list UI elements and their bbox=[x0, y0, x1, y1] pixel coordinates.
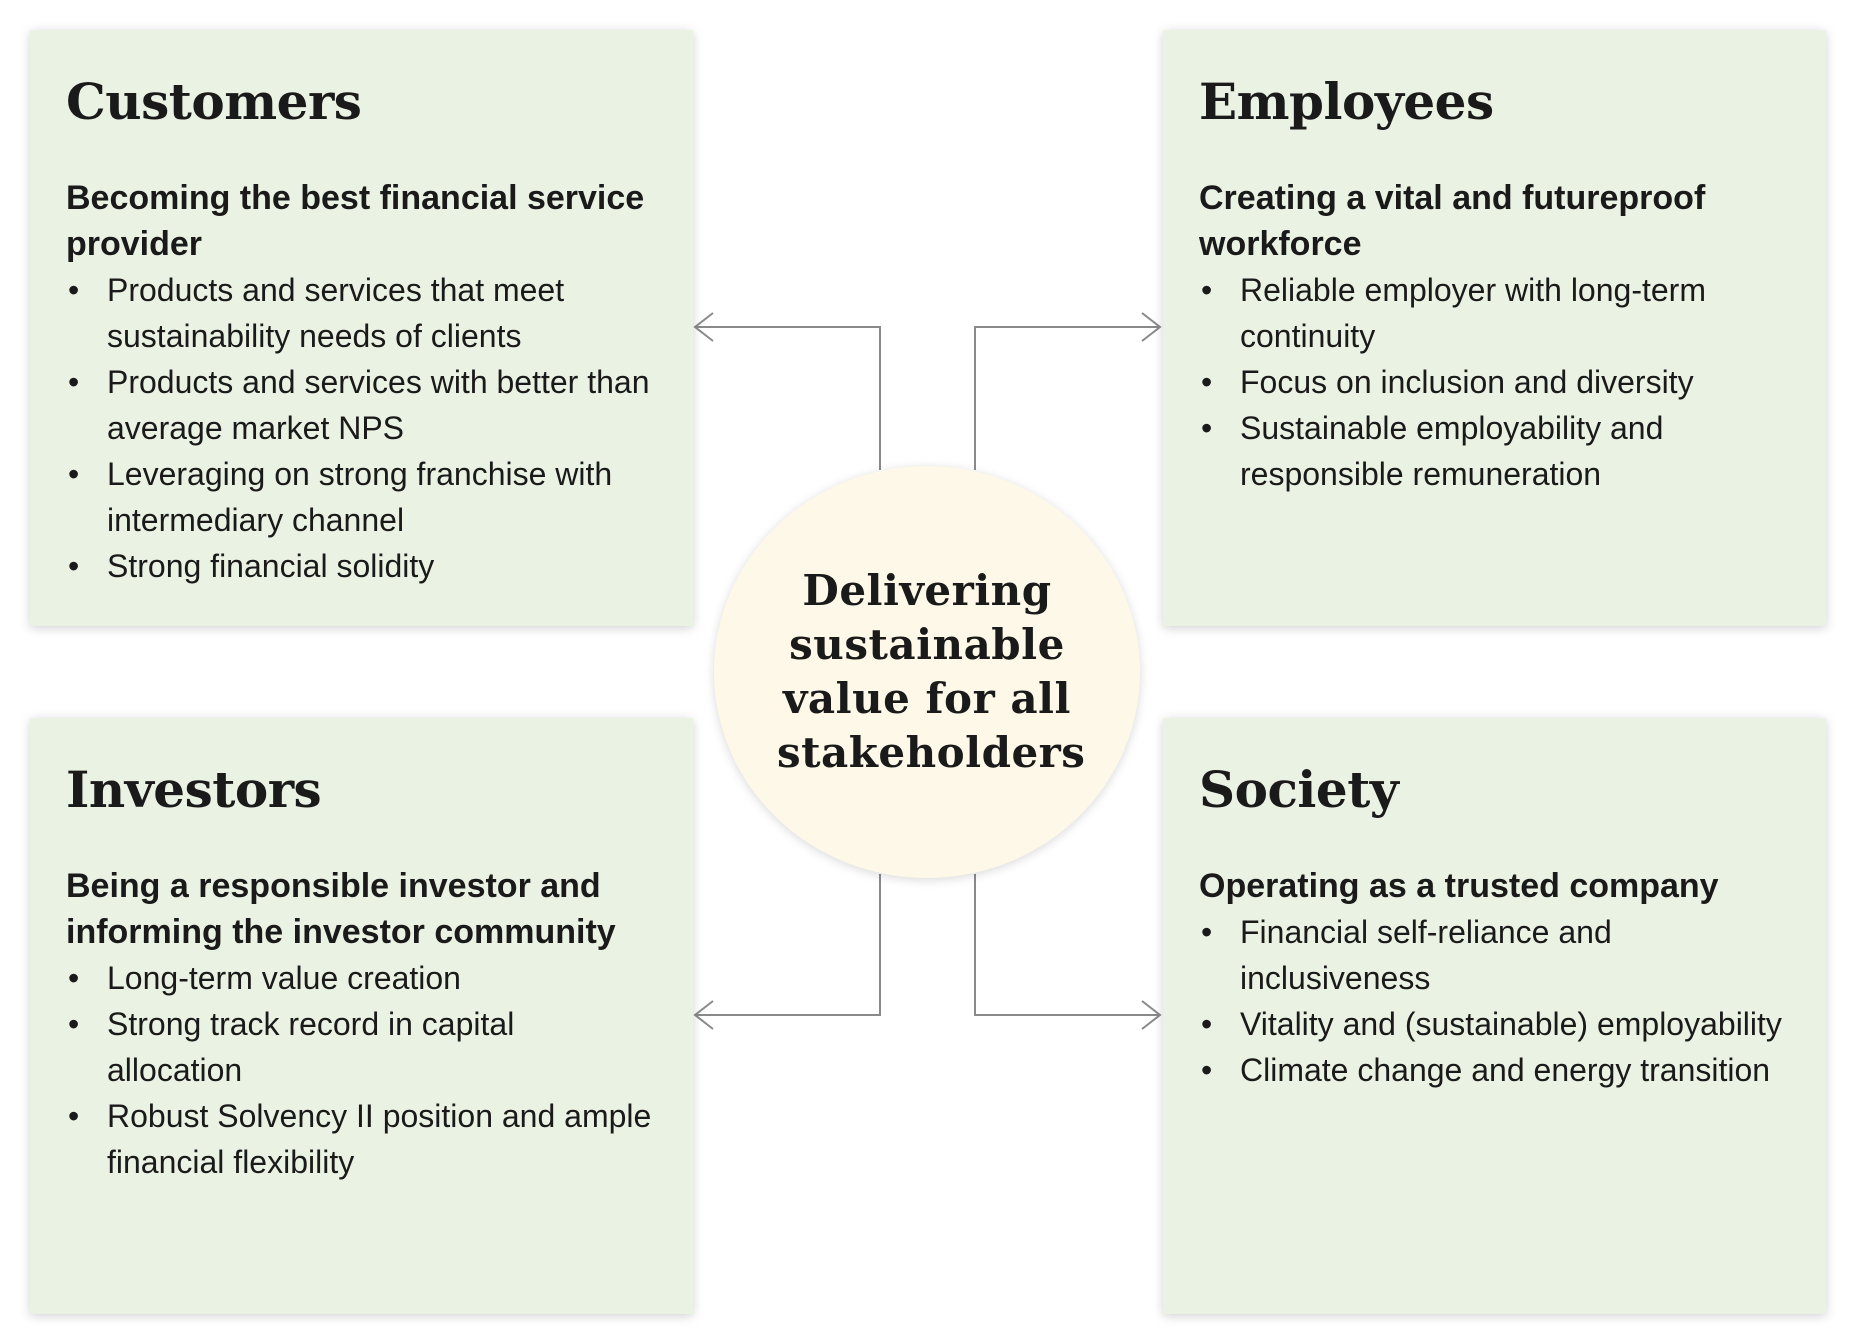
bullet-text: Vitality and (sustainable) employability bbox=[1240, 1006, 1782, 1042]
bullet-dot-icon: • bbox=[68, 548, 80, 584]
bullet-dot-icon: • bbox=[68, 364, 80, 400]
arrowhead-society bbox=[1141, 1000, 1162, 1030]
connector-to-society bbox=[974, 874, 1160, 1016]
society-bullet: • Vitality and (sustainable) employabilit… bbox=[1199, 1001, 1790, 1047]
bullet-text: Leveraging on strong franchise with inte… bbox=[107, 456, 613, 538]
bullet-text: Financial self-reliance and inclusivenes… bbox=[1240, 914, 1612, 996]
society-title: Society bbox=[1199, 760, 1399, 819]
customers-bullet: • Products and services that meet sustain… bbox=[66, 267, 657, 359]
society-subtitle: Operating as a trusted company bbox=[1199, 867, 1719, 905]
investors-panel: Investors Being a responsible investor a… bbox=[30, 718, 693, 1314]
investors-bullet: • Long-term value creation bbox=[66, 955, 657, 1001]
bullet-text: Sustainable employability and responsibl… bbox=[1240, 410, 1664, 492]
bullet-dot-icon: • bbox=[1201, 364, 1213, 400]
arrowhead-employees bbox=[1141, 312, 1162, 342]
bullet-text: Climate change and energy transition bbox=[1240, 1052, 1771, 1088]
customers-panel: Customers Becoming the best financial se… bbox=[30, 30, 693, 626]
employees-bullet: • Sustainable employability and responsib… bbox=[1199, 405, 1790, 497]
investors-title: Investors bbox=[66, 760, 322, 819]
bullet-text: Focus on inclusion and diversity bbox=[1240, 364, 1694, 400]
customers-bullet-list: • Products and services that meet sustain… bbox=[66, 267, 657, 589]
bullet-dot-icon: • bbox=[68, 960, 80, 996]
bullet-dot-icon: • bbox=[1201, 914, 1213, 950]
bullet-text: Strong track record in capital allocatio… bbox=[107, 1006, 515, 1088]
employees-bullet: • Focus on inclusion and diversity bbox=[1199, 359, 1790, 405]
connector-to-employees bbox=[974, 326, 1160, 470]
customers-bullet: • Products and services with better than … bbox=[66, 359, 657, 451]
connector-to-investors bbox=[695, 874, 881, 1016]
investors-bullet: • Strong track record in capital allocati… bbox=[66, 1001, 657, 1093]
investors-bullet: • Robust Solvency II position and ample f… bbox=[66, 1093, 657, 1185]
bullet-text: Robust Solvency II position and ample fi… bbox=[107, 1098, 652, 1180]
society-panel: Society Operating as a trusted company •… bbox=[1163, 718, 1826, 1314]
customers-subtitle: Becoming the best financial service prov… bbox=[66, 179, 645, 263]
bullet-dot-icon: • bbox=[1201, 1006, 1213, 1042]
investors-subtitle: Being a responsible investor and informi… bbox=[66, 867, 616, 951]
society-bullet: • Climate change and energy transition bbox=[1199, 1047, 1790, 1093]
bullet-text: Products and services with better than a… bbox=[107, 364, 650, 446]
connector-to-customers bbox=[695, 326, 881, 470]
society-bullet: • Financial self-reliance and inclusivene… bbox=[1199, 909, 1790, 1001]
bullet-dot-icon: • bbox=[1201, 410, 1213, 446]
bullet-text: Reliable employer with long-term continu… bbox=[1240, 272, 1706, 354]
employees-bullet: • Reliable employer with long-term contin… bbox=[1199, 267, 1790, 359]
customers-bullet: • Strong financial solidity bbox=[66, 543, 657, 589]
employees-subtitle: Creating a vital and futureproof workfor… bbox=[1199, 179, 1706, 263]
bullet-text: Long-term value creation bbox=[107, 960, 461, 996]
center-label: Delivering sustainable value for all sta… bbox=[777, 566, 1086, 777]
bullet-text: Strong financial solidity bbox=[107, 548, 435, 584]
bullet-dot-icon: • bbox=[68, 272, 80, 308]
customers-bullet: • Leveraging on strong franchise with int… bbox=[66, 451, 657, 543]
center-circle: Delivering sustainable value for all sta… bbox=[714, 466, 1140, 878]
bullet-text: Products and services that meet sustaina… bbox=[107, 272, 565, 354]
bullet-dot-icon: • bbox=[1201, 272, 1213, 308]
customers-title: Customers bbox=[66, 72, 362, 131]
bullet-dot-icon: • bbox=[68, 456, 80, 492]
arrowhead-customers bbox=[693, 312, 714, 342]
employees-bullet-list: • Reliable employer with long-term contin… bbox=[1199, 267, 1790, 497]
employees-panel: Employees Creating a vital and futurepro… bbox=[1163, 30, 1826, 626]
bullet-dot-icon: • bbox=[68, 1098, 80, 1134]
society-bullet-list: • Financial self-reliance and inclusivene… bbox=[1199, 909, 1790, 1093]
bullet-dot-icon: • bbox=[68, 1006, 80, 1042]
arrowhead-investors bbox=[693, 1000, 714, 1030]
bullet-dot-icon: • bbox=[1201, 1052, 1213, 1088]
investors-bullet-list: • Long-term value creation • Strong track … bbox=[66, 955, 657, 1185]
employees-title: Employees bbox=[1199, 72, 1494, 131]
